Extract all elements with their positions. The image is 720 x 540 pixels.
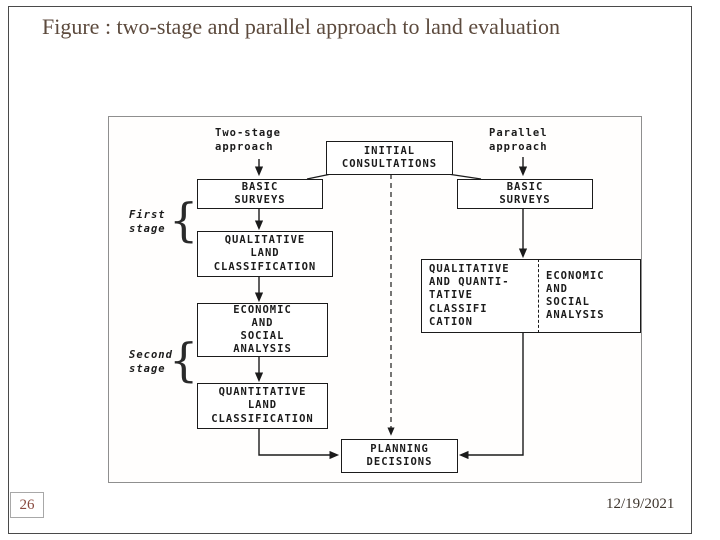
label-first-stage: First stage bbox=[129, 209, 166, 235]
box-planning-decisions: PLANNING DECISIONS bbox=[341, 439, 458, 473]
slide-border bbox=[8, 6, 692, 534]
box-basic-surveys-right: BASIC SURVEYS bbox=[457, 179, 593, 209]
box-initial-consultations: INITIAL CONSULTATIONS bbox=[326, 141, 453, 175]
arrow-quantitative-to-planning bbox=[258, 427, 340, 460]
second-stage-brace: { bbox=[169, 333, 199, 387]
label-two-stage-approach: Two-stage approach bbox=[215, 127, 281, 153]
slide-date: 12/19/2021 bbox=[606, 496, 675, 512]
box-qualitative-quantitative-classification: QUALITATIVE AND QUANTI- TATIVE CLASSIFI … bbox=[421, 259, 546, 333]
figure-diagram: Two-stage approach Parallel approach INI… bbox=[108, 116, 642, 483]
box-qualitative-land-classification: QUALITATIVE LAND CLASSIFICATION bbox=[197, 231, 333, 277]
page-number: 26 bbox=[10, 492, 44, 518]
slide-title: Figure : two-stage and parallel approach… bbox=[42, 14, 561, 39]
box-economic-social-analysis-right: ECONOMIC AND SOCIAL ANALYSIS bbox=[538, 259, 641, 333]
box-economic-social-analysis-left: ECONOMIC AND SOCIAL ANALYSIS bbox=[197, 303, 328, 357]
label-second-stage: Second stage bbox=[129, 349, 173, 375]
arrow-parallel-classification-to-planning bbox=[458, 331, 524, 460]
box-quantitative-land-classification: QUANTITATIVE LAND CLASSIFICATION bbox=[197, 383, 328, 429]
box-basic-surveys-left: BASIC SURVEYS bbox=[197, 179, 323, 209]
label-parallel-approach: Parallel approach bbox=[489, 127, 548, 153]
first-stage-brace: { bbox=[169, 193, 199, 247]
